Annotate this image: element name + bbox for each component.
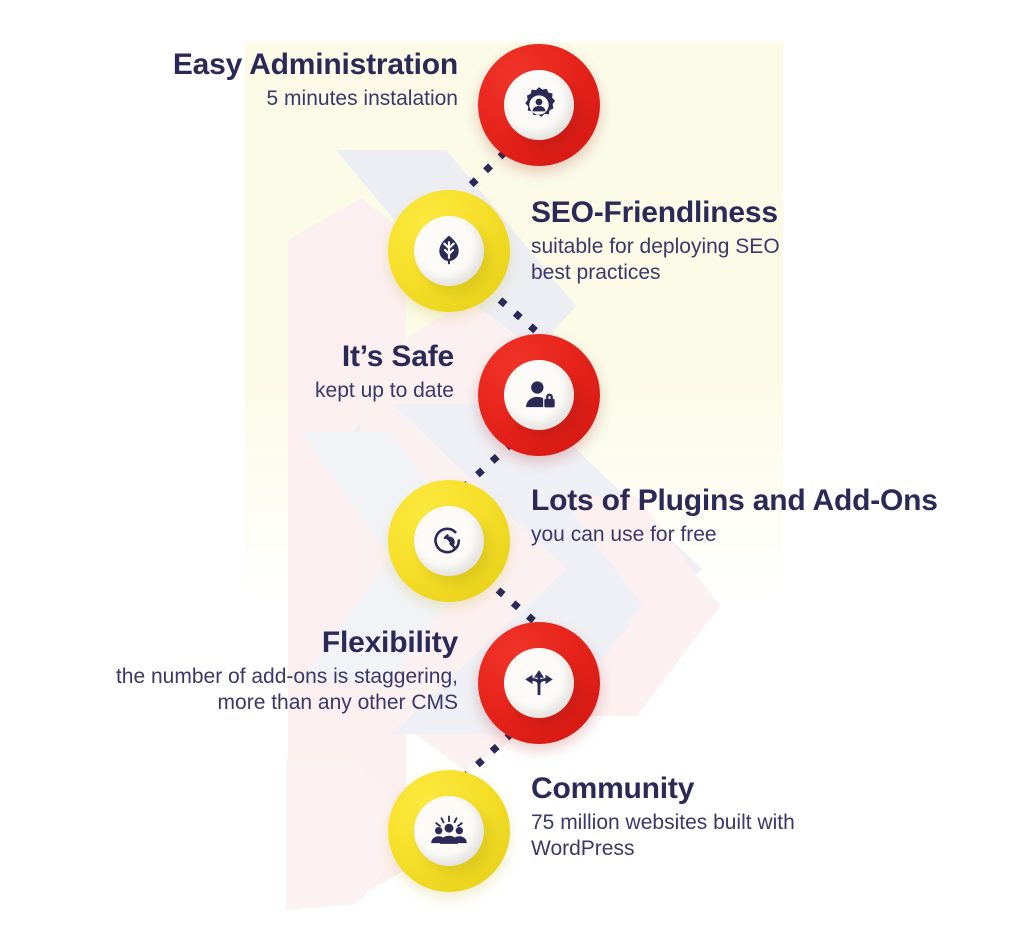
- badge-inner-circle: [504, 360, 574, 430]
- step-title: Easy Administration: [172, 48, 458, 81]
- step-subtitle: the number of add-ons is staggering, mor…: [116, 664, 458, 718]
- step-subtitle-line-1: 75 million websites built with: [531, 810, 795, 834]
- step-subtitle: 75 million websites built with WordPress: [531, 810, 795, 864]
- step-badge-easy-administration[interactable]: [478, 44, 600, 166]
- step-subtitle: suitable for deploying SEO best practice…: [531, 234, 780, 288]
- step-badge-lots-of-plugins[interactable]: [388, 480, 510, 602]
- step-subtitle: 5 minutes instalation: [266, 86, 458, 110]
- step-title: Community: [531, 772, 695, 805]
- badge-inner-circle: [414, 216, 484, 286]
- badge-inner-circle: [504, 648, 574, 718]
- badge-inner-circle: [414, 796, 484, 866]
- step-title: Lots of Plugins and Add-Ons: [531, 484, 938, 517]
- step-text-easy-administration: Easy Administration 5 minutes instalatio…: [173, 48, 458, 112]
- user-lock-icon: [526, 381, 555, 408]
- power-plug-icon: [434, 527, 461, 554]
- badge-inner-circle: [504, 70, 574, 140]
- step-text-its-safe: It’s Safe kept up to date: [315, 340, 454, 404]
- badge-inner-circle: [414, 506, 484, 576]
- step-title: Flexibility: [321, 626, 458, 659]
- step-subtitle: kept up to date: [315, 378, 454, 402]
- step-text-flexibility: Flexibility the number of add-ons is sta…: [116, 626, 458, 717]
- leaf-icon: [439, 235, 459, 265]
- step-title: SEO-Friendliness: [531, 196, 778, 229]
- step-text-lots-of-plugins: Lots of Plugins and Add-Ons you can use …: [531, 484, 938, 548]
- step-badge-community[interactable]: [388, 770, 510, 892]
- gear-person-icon: [525, 87, 556, 117]
- step-subtitle-line-1: the number of add-ons is staggering,: [115, 664, 458, 688]
- step-text-seo-friendliness: SEO-Friendliness suitable for deploying …: [531, 196, 780, 287]
- step-subtitle-line-2: WordPress: [531, 837, 635, 861]
- step-text-community: Community 75 million websites built with…: [531, 772, 795, 863]
- step-badge-its-safe[interactable]: [478, 334, 600, 456]
- three-way-arrows-icon: [525, 670, 553, 696]
- step-badge-seo-friendliness[interactable]: [388, 190, 510, 312]
- step-subtitle-line-2: best practices: [531, 261, 661, 285]
- step-subtitle-line-1: suitable for deploying SEO: [531, 234, 780, 258]
- step-subtitle-line-2: more than any other CMS: [217, 691, 458, 715]
- step-subtitle: you can use for free: [531, 522, 717, 546]
- step-title: It’s Safe: [341, 340, 454, 373]
- step-badge-flexibility[interactable]: [478, 622, 600, 744]
- people-group-icon: [431, 815, 467, 844]
